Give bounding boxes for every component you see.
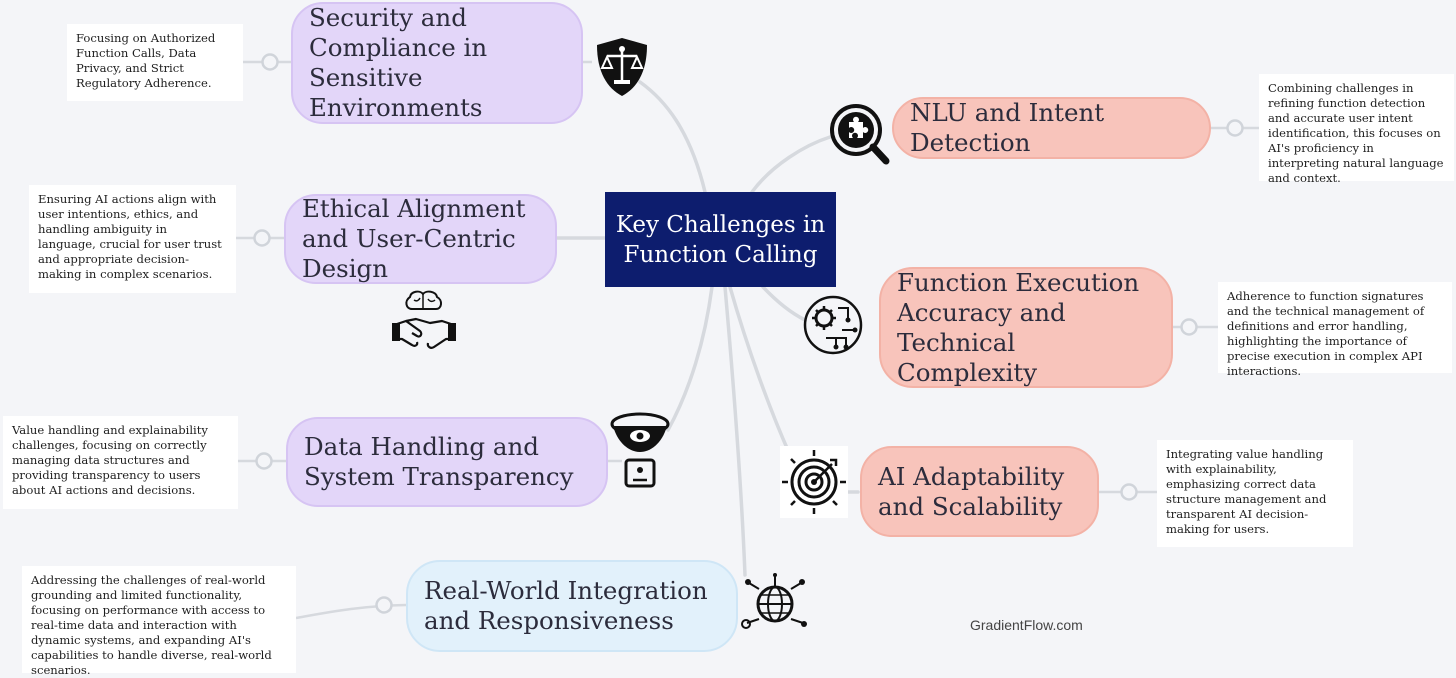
topic-label: Real-World Integration and Responsivenes…: [424, 576, 708, 635]
topic-label: Data Handling and System Transparency: [304, 432, 574, 491]
topic-adaptability[interactable]: AI Adaptability and Scalability: [860, 446, 1099, 537]
globe-circuit-icon: [741, 573, 809, 639]
center-node[interactable]: Key Challenges in Function Calling: [605, 192, 836, 287]
topic-security[interactable]: Security and Compliance in Sensitive Env…: [291, 2, 583, 124]
description-execution: Adherence to function signatures and the…: [1218, 282, 1452, 378]
description-text: Addressing the challenges of real-world …: [31, 573, 272, 677]
topic-nlu[interactable]: NLU and Intent Detection: [892, 97, 1211, 159]
description-text: Value handling and explainability challe…: [12, 423, 208, 497]
brain-handshake-icon: [390, 287, 458, 355]
description-nlu: Combining challenges in refining functio…: [1259, 74, 1454, 185]
topic-realworld[interactable]: Real-World Integration and Responsivenes…: [406, 560, 738, 652]
topic-execution[interactable]: Function Execution Accuracy and Technica…: [879, 267, 1173, 388]
description-text: Adherence to function signatures and the…: [1227, 289, 1425, 378]
description-adaptability: Integrating value handling with explaina…: [1157, 440, 1353, 547]
brand-label: GradientFlow.com: [970, 617, 1083, 633]
topic-label: Function Execution Accuracy and Technica…: [897, 267, 1140, 387]
description-ethics: Ensuring AI actions align with user inte…: [29, 185, 236, 293]
center-title: Key Challenges in Function Calling: [615, 211, 826, 268]
topic-ethics[interactable]: Ethical Alignment and User-Centric Desig…: [284, 194, 557, 284]
topic-label: AI Adaptability and Scalability: [878, 461, 1065, 521]
description-security: Focusing on Authorized Function Calls, D…: [67, 24, 243, 101]
description-text: Integrating value handling with explaina…: [1166, 447, 1327, 536]
gear-circuit-icon: [802, 294, 864, 360]
topic-label: Security and Compliance in Sensitive Env…: [309, 3, 488, 122]
eye-funnel-icon: [610, 412, 670, 494]
topic-data[interactable]: Data Handling and System Transparency: [286, 417, 608, 507]
shield-scales-icon: [593, 36, 651, 102]
description-data: Value handling and explainability challe…: [3, 416, 238, 509]
target-icon: [780, 446, 848, 518]
description-realworld: Addressing the challenges of real-world …: [22, 566, 296, 677]
description-text: Focusing on Authorized Function Calls, D…: [76, 31, 216, 90]
description-text: Combining challenges in refining functio…: [1268, 81, 1444, 185]
description-text: Ensuring AI actions align with user inte…: [38, 192, 222, 281]
topic-label: Ethical Alignment and User-Centric Desig…: [302, 194, 526, 283]
magnifier-puzzle-icon: [829, 103, 891, 171]
topic-label: NLU and Intent Detection: [910, 98, 1105, 157]
